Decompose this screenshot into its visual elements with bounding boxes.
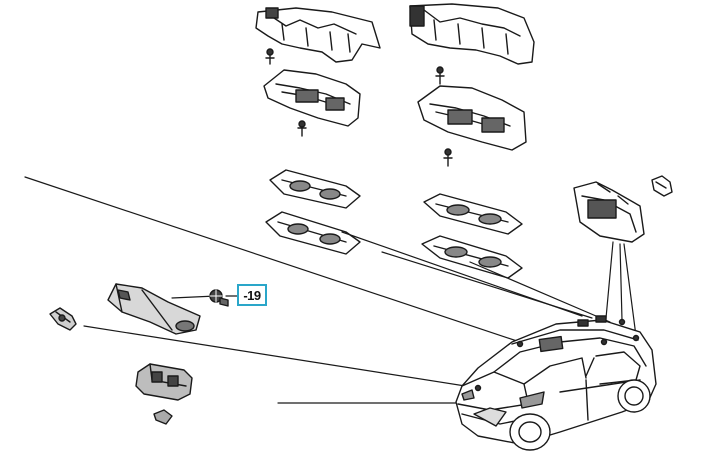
rear-cargo-light — [573, 181, 645, 243]
suv-vehicle — [455, 315, 657, 451]
small-clip — [153, 409, 173, 425]
map-light-lens-left — [265, 169, 361, 255]
switch-unit — [135, 363, 193, 401]
callout-19[interactable]: -19 — [237, 284, 267, 306]
roof-light-bracket-left — [255, 7, 381, 65]
map-light-housing-right — [417, 85, 527, 167]
roof-light-bracket-right — [409, 3, 535, 85]
map-light-lens-right — [421, 193, 523, 279]
leader-lines — [24, 176, 637, 404]
socket-bulb — [49, 307, 77, 331]
screw — [209, 289, 229, 307]
callout-label: -19 — [243, 287, 261, 303]
wedge-bulb — [651, 175, 673, 197]
door-courtesy-light-bracket — [107, 283, 201, 335]
map-light-housing-left — [263, 69, 361, 137]
